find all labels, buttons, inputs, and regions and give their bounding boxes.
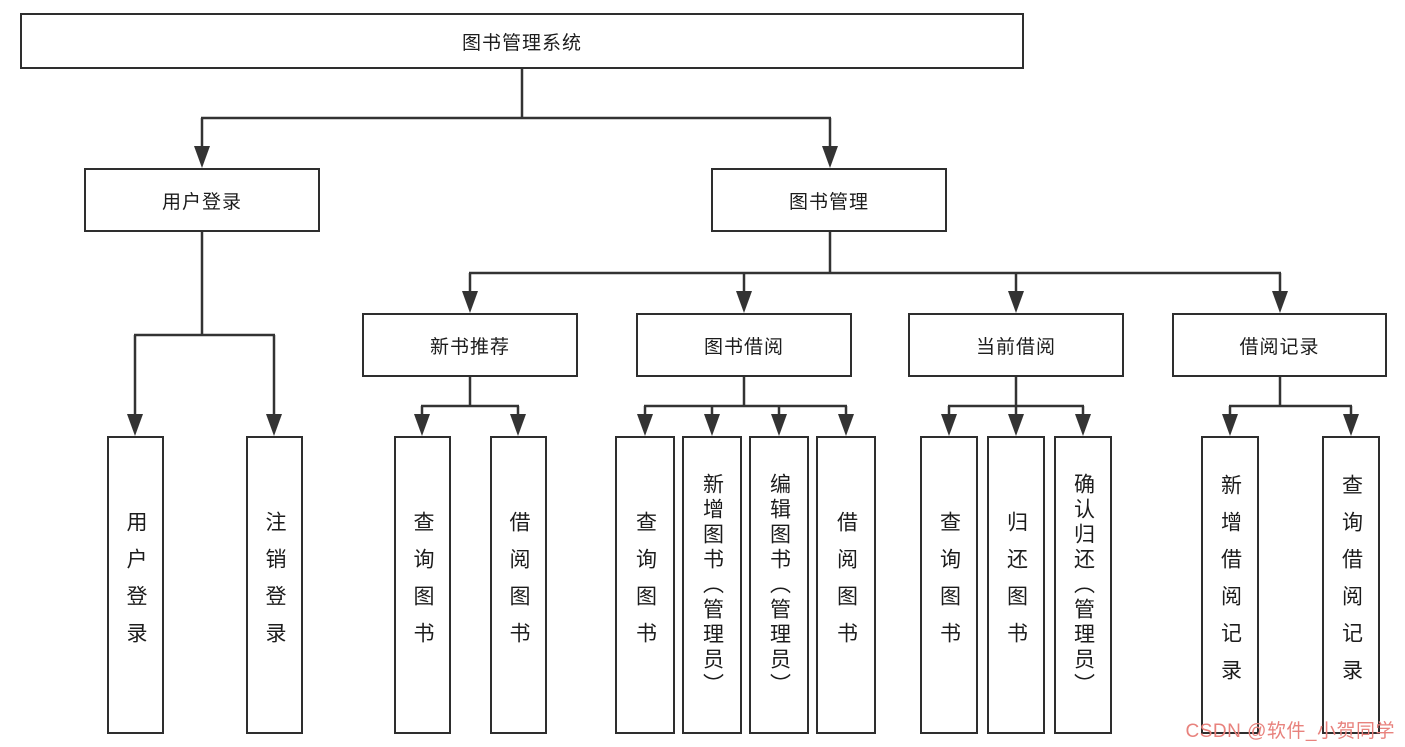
leaf-query-book-borrow: 查询图书 xyxy=(615,436,675,734)
leaf-logout: 注销登录 xyxy=(246,436,303,734)
leaf-query-book-recommend-label: 查询图书 xyxy=(411,511,434,659)
watermark: CSDN @软件_小贺同学 xyxy=(1185,721,1395,742)
node-book-management-label: 图书管理 xyxy=(788,191,869,213)
leaf-query-borrow-record: 查询借阅记录 xyxy=(1322,436,1380,734)
node-book-management-system: 图书管理系统 xyxy=(20,13,1024,69)
leaf-query-book-current-label: 查询图书 xyxy=(937,511,961,659)
leaf-edit-book-admin: 编辑图书（管理员） xyxy=(749,436,809,734)
leaf-return-book-label: 归还图书 xyxy=(1004,511,1028,659)
leaf-user-login: 用户登录 xyxy=(107,436,164,734)
node-new-book-recommend: 新书推荐 xyxy=(362,313,578,377)
leaf-borrow-book-label: 借阅图书 xyxy=(834,511,858,659)
node-new-book-recommend-label: 新书推荐 xyxy=(429,336,510,358)
leaf-add-borrow-record-label: 新增借阅记录 xyxy=(1218,474,1242,696)
leaf-edit-book-admin-label: 编辑图书（管理员） xyxy=(767,472,791,698)
connector-root-to-level2 xyxy=(200,69,832,150)
leaf-add-borrow-record: 新增借阅记录 xyxy=(1201,436,1259,734)
leaf-confirm-return-admin-label: 确认归还（管理员） xyxy=(1071,472,1095,698)
node-borrow-records-label: 借阅记录 xyxy=(1239,336,1320,358)
node-borrow-records: 借阅记录 xyxy=(1172,313,1387,377)
leaf-add-book-admin: 新增图书（管理员） xyxy=(682,436,742,734)
connector-records-to-leaves xyxy=(1228,377,1353,418)
leaf-confirm-return-admin: 确认归还（管理员） xyxy=(1054,436,1112,734)
node-book-borrow-label: 图书借阅 xyxy=(703,336,784,358)
leaf-add-book-admin-label: 新增图书（管理员） xyxy=(700,472,724,698)
leaf-query-book-recommend: 查询图书 xyxy=(394,436,451,734)
leaf-borrow-book-recommend: 借阅图书 xyxy=(490,436,547,734)
arrowheads xyxy=(127,146,1359,436)
connector-borrow-to-leaves xyxy=(643,377,848,418)
node-book-management: 图书管理 xyxy=(711,168,947,232)
node-book-borrow: 图书借阅 xyxy=(636,313,852,377)
node-user-login: 用户登录 xyxy=(84,168,320,232)
connector-login-to-leaves xyxy=(133,232,276,418)
node-current-borrow: 当前借阅 xyxy=(908,313,1124,377)
leaf-borrow-book: 借阅图书 xyxy=(816,436,876,734)
node-book-management-system-label: 图书管理系统 xyxy=(461,32,582,54)
node-user-login-label: 用户登录 xyxy=(161,191,242,213)
leaf-return-book: 归还图书 xyxy=(987,436,1045,734)
connector-management-to-level3 xyxy=(468,232,1282,295)
leaf-borrow-book-recommend-label: 借阅图书 xyxy=(507,511,530,659)
node-current-borrow-label: 当前借阅 xyxy=(975,336,1056,358)
leaf-query-book-current: 查询图书 xyxy=(920,436,978,734)
connector-current-to-leaves xyxy=(947,377,1085,418)
leaf-user-login-label: 用户登录 xyxy=(124,511,147,659)
leaf-query-book-borrow-label: 查询图书 xyxy=(633,511,657,659)
leaf-logout-label: 注销登录 xyxy=(263,511,286,659)
leaf-query-borrow-record-label: 查询借阅记录 xyxy=(1339,474,1363,696)
connector-recommend-to-leaves xyxy=(420,377,520,418)
